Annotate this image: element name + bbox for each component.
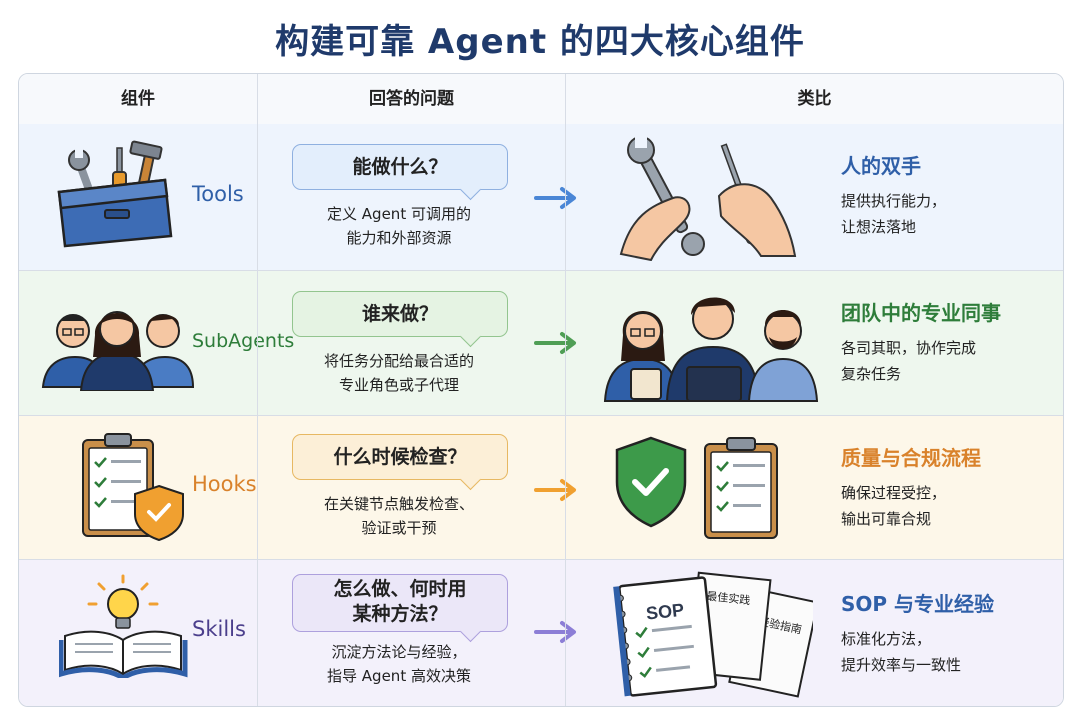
best-practice-doc-label: 最佳实践 (706, 589, 751, 608)
bubble-tail (459, 468, 482, 491)
team-people-icon (41, 311, 195, 391)
analogy-desc-line-1: 各司其职，协作完成 (841, 339, 977, 357)
header-component: 组件 (121, 89, 155, 109)
question-desc-line-2: 指导 Agent 高效决策 (327, 667, 471, 685)
team-colleagues-icon (603, 297, 819, 402)
arrow-right-icon (534, 479, 576, 501)
analogy-desc-line-2: 让想法落地 (841, 218, 917, 236)
question-desc-line-1: 沉淀方法论与经验， (331, 643, 467, 661)
analogy-desc-hooks: 确保过程受控， 输出可靠合规 (841, 480, 946, 532)
sop-doc-label: SOP (645, 600, 685, 624)
question-text-skills-line-1: 怎么做、何时用 (333, 578, 467, 600)
question-text-tools: 能做什么？ (352, 156, 448, 178)
question-desc-line-1: 在关键节点触发检查、 (323, 495, 474, 513)
analogy-desc-line-2: 复杂任务 (841, 365, 902, 383)
hands-with-tools-icon (619, 136, 797, 261)
analogy-desc-skills: 标准化方法， 提升效率与一致性 (841, 626, 961, 678)
analogy-desc-line-2: 提升效率与一致性 (841, 656, 962, 674)
arrow-right-icon (534, 332, 576, 354)
shield-clipboard-icon (615, 436, 778, 539)
question-desc-line-1: 将任务分配给最合适的 (323, 352, 474, 370)
arrow-right-icon (534, 187, 576, 209)
table-row-tools: Tools 能做什么？ 定义 Agent 可调用的 能力和外部资源 人的双手 (19, 124, 1063, 271)
page-title: 构建可靠 Agent 的四大核心组件 (275, 22, 805, 62)
question-text-skills-line-2: 某种方法？ (352, 603, 448, 625)
question-desc-hooks: 在关键节点触发检查、 验证或干预 (292, 492, 506, 540)
table-row-subagents: SubAgents 谁来做？ 将任务分配给最合适的 专业角色或子代理 (19, 271, 1063, 416)
analogy-desc-line-1: 标准化方法， (841, 630, 932, 648)
analogy-desc-tools: 提供执行能力， 让想法落地 (841, 188, 946, 240)
analogy-title-subagents: 团队中的专业同事 (841, 301, 1001, 325)
question-desc-subagents: 将任务分配给最合适的 专业角色或子代理 (292, 349, 506, 397)
question-text-subagents: 谁来做？ (361, 303, 438, 325)
analogy-desc-line-1: 提供执行能力， (841, 192, 947, 210)
table-header: 组件 回答的问题 类比 (19, 74, 1063, 125)
question-desc-tools: 定义 Agent 可调用的 能力和外部资源 (292, 202, 506, 250)
component-label-hooks: Hooks (192, 472, 257, 496)
analogy-desc-line-2: 输出可靠合规 (841, 510, 932, 528)
checklist-shield-icon (82, 433, 184, 542)
table-row-skills: Skills 怎么做、何时用 某种方法？ 沉淀方法论与经验， 指导 Agent … (19, 560, 1063, 706)
analogy-desc-subagents: 各司其职，协作完成 复杂任务 (841, 335, 976, 387)
column-divider (257, 74, 258, 706)
components-table: 组件 回答的问题 类比 Tools 能做什么？ 定义 Agent 可调 (18, 73, 1064, 707)
analogy-desc-line-1: 确保过程受控， (841, 484, 947, 502)
header-analogy: 类比 (797, 89, 832, 109)
toolbox-icon (57, 140, 173, 248)
question-desc-line-2: 专业角色或子代理 (338, 376, 459, 394)
component-label-tools: Tools (192, 182, 244, 206)
question-desc-line-2: 验证或干预 (361, 519, 437, 537)
arrow-right-icon (534, 621, 576, 643)
question-bubble-subagents: 谁来做？ (292, 291, 508, 348)
analogy-title-tools: 人的双手 (841, 154, 921, 178)
question-desc-line-2: 能力和外部资源 (346, 229, 452, 247)
question-desc-skills: 沉淀方法论与经验， 指导 Agent 高效决策 (292, 640, 506, 688)
question-desc-line-1: 定义 Agent 可调用的 (327, 205, 471, 223)
header-question: 回答的问题 (369, 89, 454, 109)
analogy-title-hooks: 质量与合规流程 (841, 446, 981, 470)
bubble-tail (459, 178, 482, 201)
component-label-skills: Skills (192, 617, 246, 641)
column-divider (565, 74, 566, 706)
component-label-subagents: SubAgents (192, 330, 295, 352)
analogy-title-skills: SOP 与专业经验 (841, 592, 995, 616)
bubble-tail (459, 325, 482, 348)
question-text-hooks: 什么时候检查？ (333, 446, 467, 468)
table-row-hooks: Hooks 什么时候检查？ 在关键节点触发检查、 验证或干预 质量与合规流程 (19, 416, 1063, 560)
question-bubble-skills: 怎么做、何时用 某种方法？ (292, 574, 508, 643)
question-bubble-hooks: 什么时候检查？ (292, 434, 508, 491)
book-lightbulb-icon (59, 574, 188, 678)
sop-documents-icon: 经验指南 最佳实践 SOP (613, 571, 813, 698)
question-bubble-tools: 能做什么？ (292, 144, 508, 201)
